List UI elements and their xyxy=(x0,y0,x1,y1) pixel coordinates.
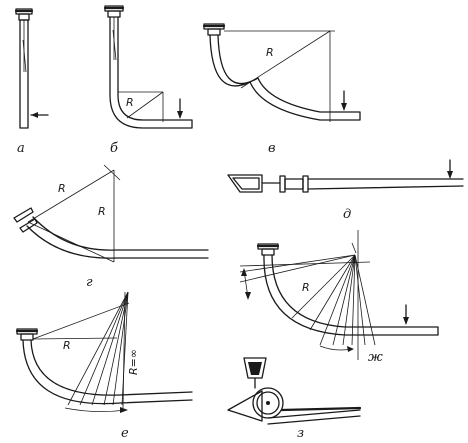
force-arrow-icon xyxy=(177,98,183,119)
nozzle-flange-icon xyxy=(256,243,280,256)
panel-v-radius-label: R xyxy=(266,46,274,59)
panel-zh: R ж xyxy=(239,230,439,365)
panel-a-label: а xyxy=(17,141,25,156)
panel-e: R R=∞ е xyxy=(15,291,193,441)
nozzle-flange-icon xyxy=(14,8,34,21)
panel-z-label: з xyxy=(297,426,304,441)
force-arrow-icon xyxy=(403,304,409,325)
panel-g-radius-label-2: R xyxy=(98,205,106,218)
panel-a: а xyxy=(14,8,49,156)
panel-e-radius-label: R xyxy=(63,339,71,352)
force-arrow-icon xyxy=(30,112,49,118)
nozzle-flange-icon xyxy=(279,175,309,193)
roller-icon xyxy=(252,387,284,419)
panel-b-radius-label: R xyxy=(126,96,134,109)
panel-d-label: д xyxy=(343,207,351,222)
panel-e-label: е xyxy=(121,426,129,441)
panel-d: д xyxy=(227,159,464,222)
nozzle-flange-icon xyxy=(15,328,39,341)
force-arrow-icon xyxy=(341,90,347,111)
panel-b: R б xyxy=(103,5,193,156)
panel-z: з xyxy=(227,357,362,441)
panel-v-label: в xyxy=(268,141,276,156)
panel-g: R R г xyxy=(13,164,209,290)
ladle-icon xyxy=(227,174,281,193)
force-arrow-icon xyxy=(447,159,453,179)
panel-zh-label: ж xyxy=(368,350,383,365)
nozzle-flange-icon xyxy=(202,23,226,36)
panel-e-infinity-label: R=∞ xyxy=(127,349,140,375)
ladle-icon xyxy=(243,357,267,389)
panel-zh-radius-label: R xyxy=(302,281,310,294)
panel-g-radius-label-1: R xyxy=(58,182,66,195)
panel-g-label: г xyxy=(86,275,93,290)
panel-v: R в xyxy=(202,23,361,156)
nozzle-flange-icon xyxy=(13,207,38,233)
panel-b-label: б xyxy=(110,141,118,156)
nozzle-flange-icon xyxy=(103,5,125,18)
